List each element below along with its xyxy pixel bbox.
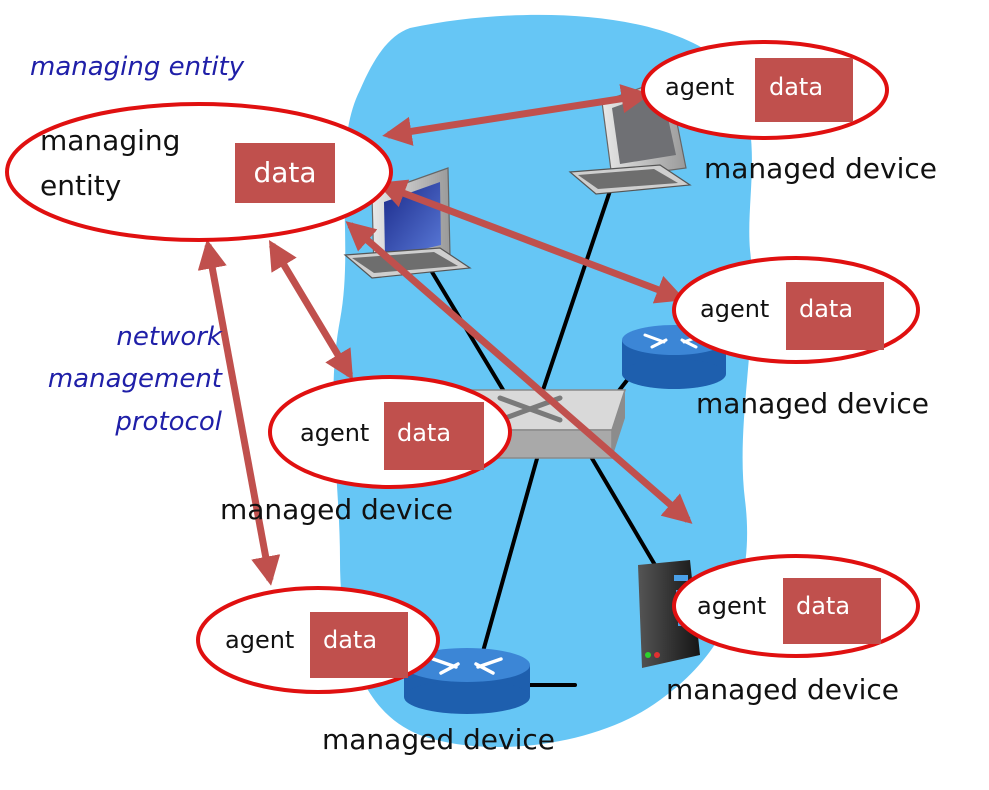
- protocol-label-line3: protocol: [114, 407, 222, 437]
- data-label: data: [796, 592, 850, 620]
- data-label: data: [769, 73, 823, 101]
- managed-device-label: managed device: [704, 152, 937, 185]
- protocol-arrows: [197, 84, 693, 586]
- data-label: data: [323, 626, 377, 654]
- managed-device-label: managed device: [696, 387, 929, 420]
- agent-node: agent data: [672, 256, 920, 364]
- managed-device-label: managed device: [322, 723, 555, 756]
- agent-label: agent: [225, 626, 294, 654]
- data-box: [755, 58, 853, 122]
- managing-entity-title: managing entity: [30, 52, 245, 82]
- protocol-label-line2: management: [48, 364, 223, 394]
- data-box: [235, 143, 335, 203]
- data-box: [783, 578, 881, 644]
- agent-node: agent data: [196, 586, 440, 694]
- managing-entity: managing entity data: [5, 102, 393, 242]
- data-box: [310, 612, 408, 678]
- managing-entity-label-line2: entity: [40, 169, 121, 202]
- data-label: data: [253, 156, 316, 189]
- agent-label: agent: [300, 419, 369, 447]
- data-label: data: [397, 419, 451, 447]
- agent-label: agent: [697, 592, 766, 620]
- data-box: [384, 402, 484, 470]
- protocol-label-line1: network: [116, 322, 223, 352]
- managed-device-label: managed device: [666, 673, 899, 706]
- router-icon: [404, 648, 530, 714]
- data-box: [786, 282, 884, 350]
- managing-entity-label-line1: managing: [40, 124, 180, 157]
- agent-node: agent data: [672, 554, 920, 658]
- agent-node: agent data: [268, 375, 512, 489]
- agent-node: agent data: [641, 40, 889, 140]
- data-label: data: [799, 295, 853, 323]
- agent-label: agent: [700, 295, 769, 323]
- managed-device-label: managed device: [220, 493, 453, 526]
- agent-label: agent: [665, 73, 734, 101]
